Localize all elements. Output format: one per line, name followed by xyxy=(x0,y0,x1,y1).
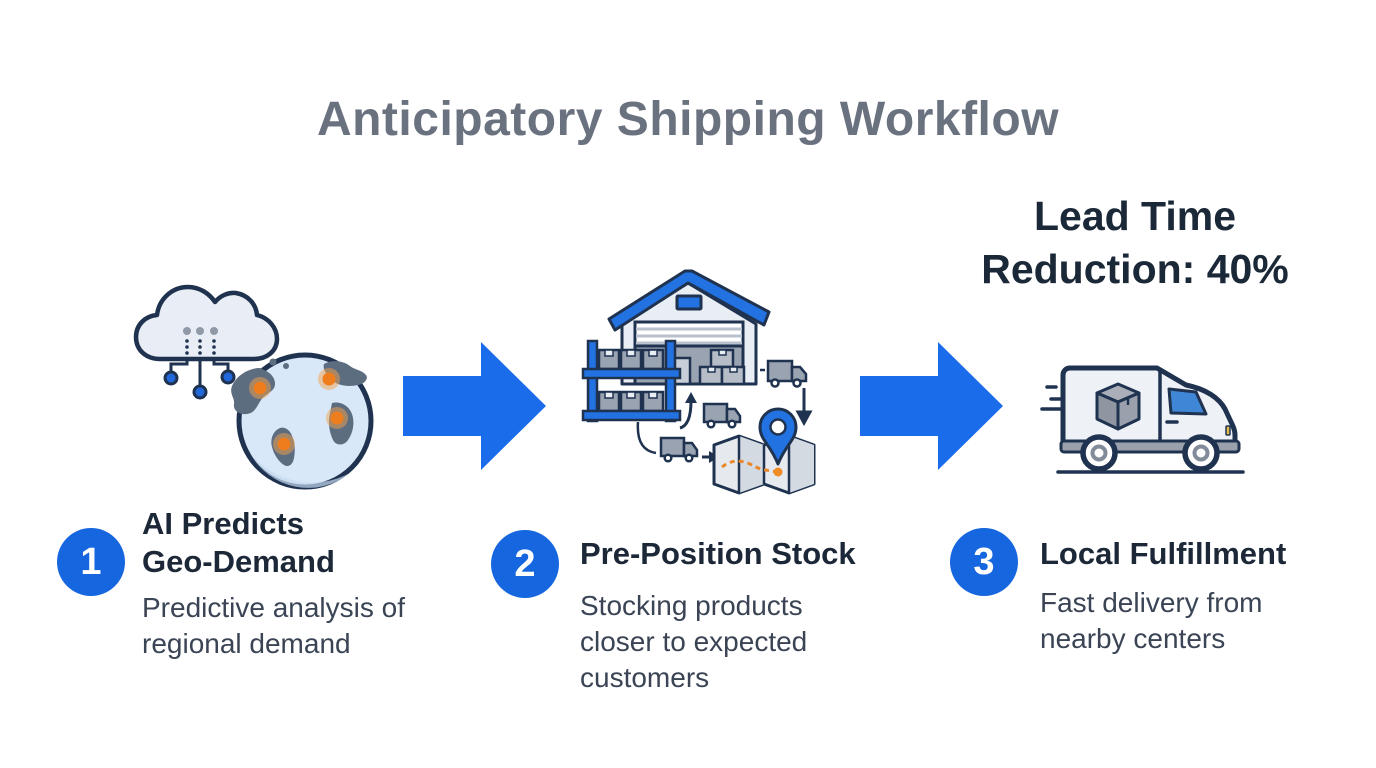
truck-local xyxy=(659,436,699,463)
delivery-van-icon xyxy=(1040,365,1245,474)
down-arrow xyxy=(795,388,813,427)
step-number-1: 1 xyxy=(80,540,102,583)
step-title-1: AI Predicts Geo-Demand xyxy=(142,506,335,579)
wheels xyxy=(1080,434,1220,472)
step-number-badge-2: 2 xyxy=(491,530,559,598)
step-title-2: Pre-Position Stock xyxy=(580,536,856,571)
demand-hotspots xyxy=(249,368,348,455)
step-title-3: Local Fulfillment xyxy=(1040,536,1287,571)
step-description-1: Predictive analysis of regional demand xyxy=(142,592,406,659)
step-number-2: 2 xyxy=(514,542,536,585)
shelf-rack xyxy=(581,339,682,423)
step-number-3: 3 xyxy=(973,540,995,583)
truck-outbound xyxy=(766,359,808,388)
kpi-lead-time-reduction: Lead Time Reduction: 40% xyxy=(950,190,1320,296)
ai-cloud-globe-icon xyxy=(133,284,374,490)
package-icon xyxy=(1095,382,1141,431)
warehouse-distribution-icon xyxy=(581,269,816,495)
kpi-line2: Reduction: 40% xyxy=(981,246,1289,292)
page-title: Anticipatory Shipping Workflow xyxy=(316,93,1060,147)
location-pin-icon xyxy=(758,407,798,466)
flow-arrow-icon xyxy=(860,342,1003,470)
flow-arrow-icon xyxy=(403,342,546,470)
step-number-badge-1: 1 xyxy=(57,528,125,596)
step-description-2: Stocking products closer to expected cus… xyxy=(580,590,808,693)
truck-inbound xyxy=(702,402,742,429)
step-number-badge-3: 3 xyxy=(950,528,1018,596)
up-arrow xyxy=(679,392,697,430)
route-map xyxy=(712,434,816,495)
kpi-line1: Lead Time xyxy=(1033,193,1237,239)
step-description-3: Fast delivery from nearby centers xyxy=(1040,587,1263,654)
